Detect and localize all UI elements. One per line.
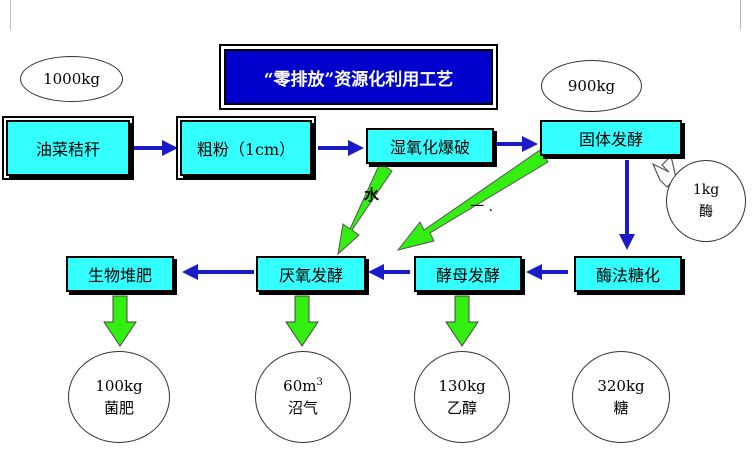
biogas-label: 沼气 [287, 399, 318, 417]
diagram-title: “零排放”资源化利用工艺 [219, 44, 498, 110]
box-yeast-fermentation: 酵母发酵 [414, 256, 522, 292]
oval-enzyme: 1kg 酶 [666, 160, 746, 242]
ethanol-label: 乙醇 [446, 399, 477, 417]
page-corner-mark-right [740, 0, 754, 30]
input-straw-qty: 1000kg [43, 69, 100, 88]
oval-sugar: 320kg 糖 [572, 351, 670, 443]
box-anaerobic-fermentation: 厌氧发酵 [256, 256, 366, 292]
green-arrow-anaerobic-to-biogas [285, 295, 319, 347]
green-arrow-solid-to-anaerobic [396, 149, 549, 251]
box-bio-compost: 生物堆肥 [66, 256, 174, 292]
enzyme-label: 酶 [699, 204, 713, 220]
oval-ethanol: 130kg 乙醇 [414, 351, 510, 443]
green-arrow-yeast-to-ethanol [445, 295, 479, 347]
oval-input-solid: 900kg [541, 60, 642, 112]
enzyme-qty: 1kg [692, 181, 720, 198]
label-water: 水 [364, 186, 380, 204]
oval-input-straw: 1000kg [20, 56, 123, 102]
ethanol-qty: 130kg [438, 376, 486, 395]
sugar-label: 糖 [613, 399, 629, 417]
biogas-unit-superscript: 3 [316, 376, 323, 388]
box-wet-oxidation: 湿氧化爆破 [366, 128, 494, 164]
fertilizer-qty: 100kg [95, 376, 143, 395]
white-arrow-enzyme-to-solid [651, 154, 677, 188]
input-solid-qty: 900kg [567, 76, 616, 95]
box-solid-fermentation: 固体发酵 [540, 120, 682, 156]
fertilizer-label: 菌肥 [103, 399, 134, 417]
green-arrow-compost-to-fertilizer [103, 295, 137, 347]
sugar-qty: 320kg [597, 376, 645, 395]
biogas-qty-wrap: 60m3 [283, 375, 323, 398]
box-enzymatic-saccharification: 酶法糖化 [574, 256, 682, 292]
box-coarse-powder: 粗粉（1cm） [176, 116, 316, 180]
page-corner-mark-left [0, 0, 11, 30]
green-arrow-oxidation-to-anaerobic [337, 162, 393, 256]
box-rapeseed-straw: 油菜秸秆 [2, 116, 134, 180]
oval-fertilizer: 100kg 菌肥 [68, 351, 170, 443]
label-dash: 一 . [470, 199, 493, 215]
biogas-qty: 60m [283, 376, 317, 395]
oval-biogas: 60m3 沼气 [255, 351, 351, 443]
